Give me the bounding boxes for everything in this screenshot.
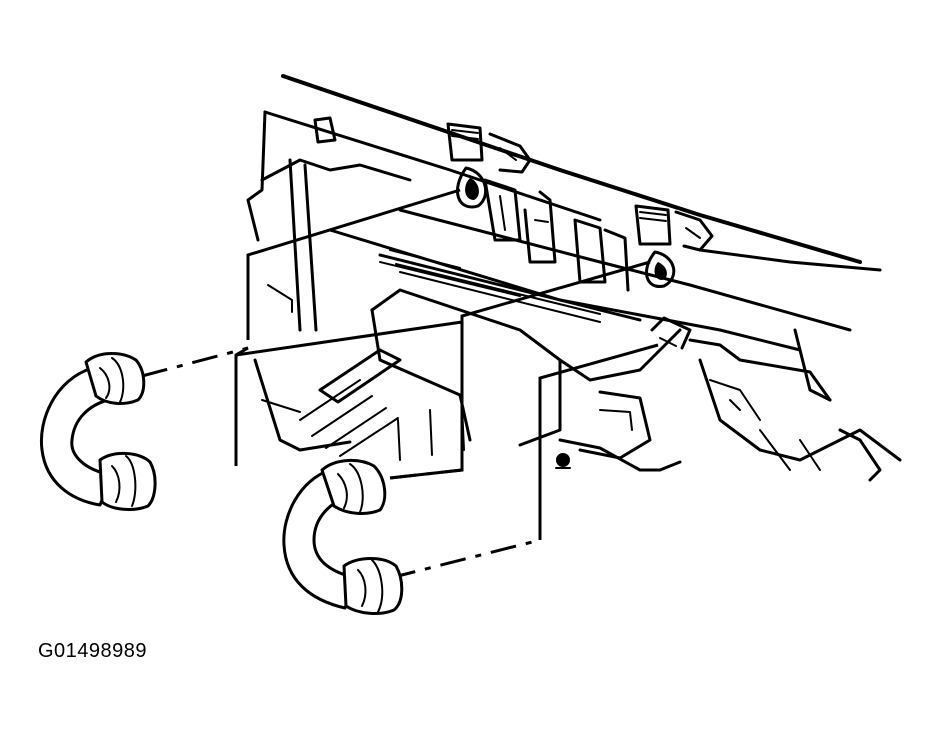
hose-clamp-left <box>446 122 532 174</box>
leader-lines <box>234 188 659 540</box>
fitting-connector <box>650 316 692 350</box>
heater-core-outlet-left <box>456 166 557 264</box>
heater-hose-lower <box>282 459 404 615</box>
rear-bolt <box>555 453 571 469</box>
heater-hose-upper <box>39 352 157 511</box>
alignment-lines <box>141 346 541 580</box>
hose-clamp-right <box>634 204 714 252</box>
figure-id-label: G01498989 <box>38 640 148 662</box>
dash-panel-assembly <box>246 74 902 482</box>
heater-core-outlet-right <box>573 218 676 292</box>
